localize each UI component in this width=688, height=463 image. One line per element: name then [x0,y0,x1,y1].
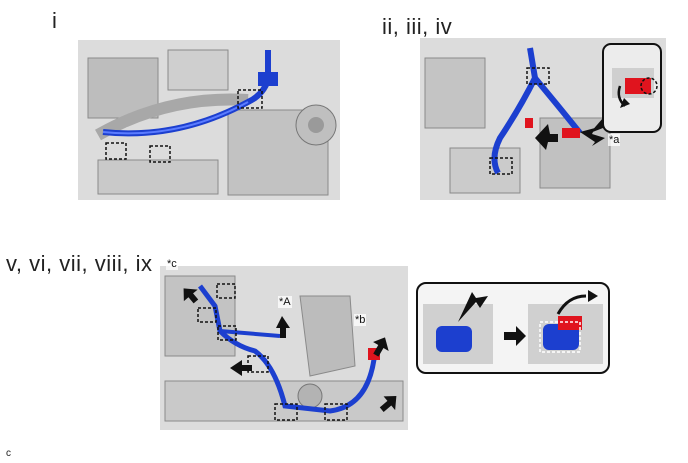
connector-detail-illustration [423,290,603,364]
inset-connector-detail [416,282,610,374]
engine-illustration-1 [78,40,340,200]
step-label-i: i [52,8,58,33]
illustration-step-i [78,40,340,200]
callout-b: *b [354,314,367,326]
step-label-v-ix: v, vi, vii, viii, ix [6,251,153,276]
step-label-ii-iii-iv: ii, iii, iv [382,14,453,39]
illustration-step-ii-iv: *a [420,38,666,200]
illustration-step-v-ix: *A *b [160,266,408,430]
callout-A: *A [278,296,292,308]
engine-illustration-3 [160,266,408,430]
callout-c-outer: *c [166,258,178,270]
engine-illustration-2 [420,38,666,200]
figure-code: c [6,448,11,459]
callout-a: *a [608,134,621,146]
